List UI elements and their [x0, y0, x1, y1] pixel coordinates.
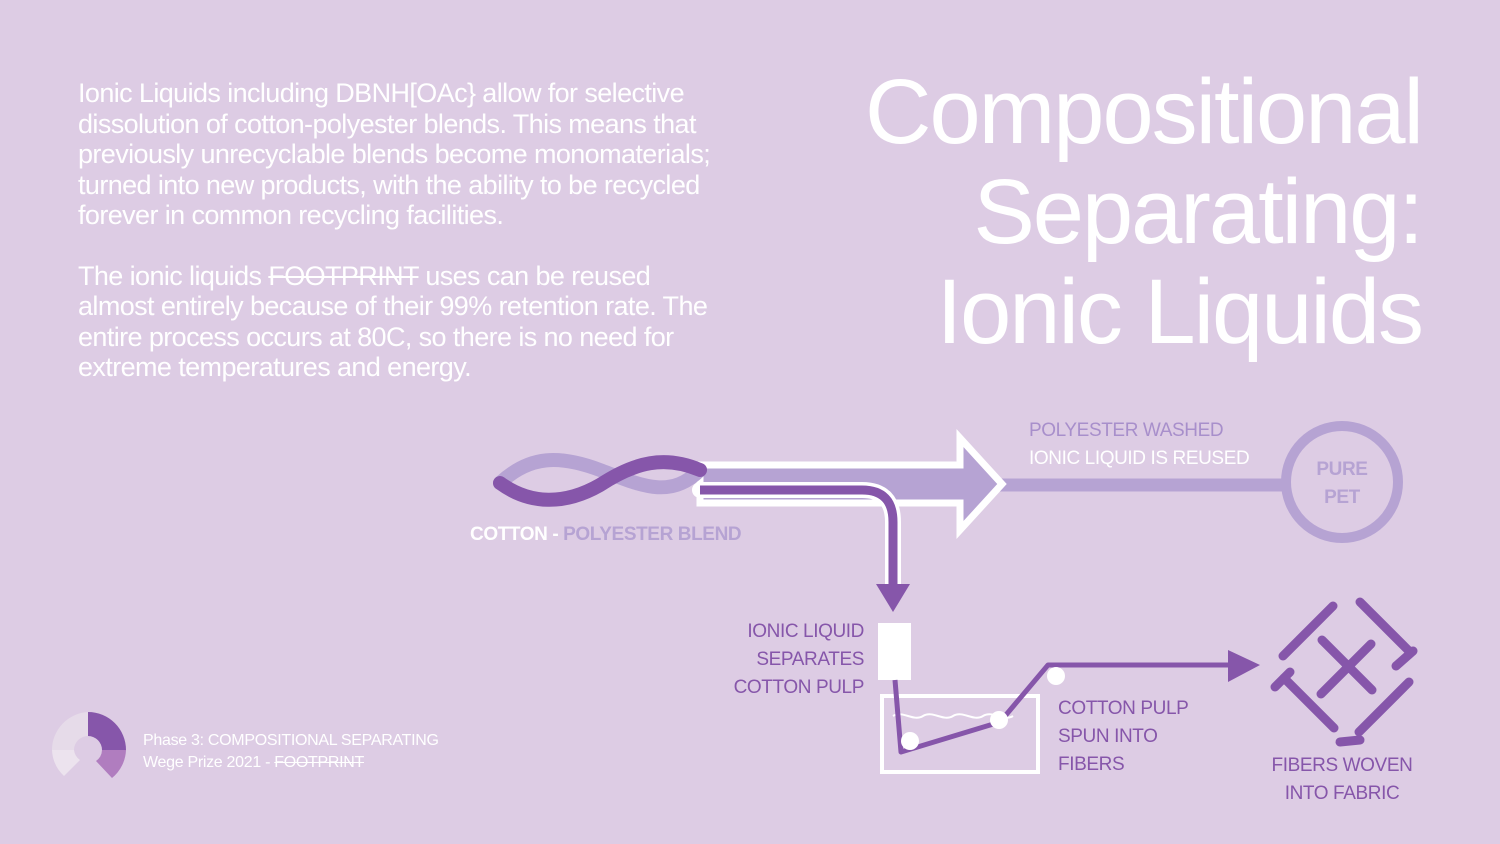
footer: Phase 3: COMPOSITIONAL SEPARATING Wege P… [143, 730, 439, 774]
pure-pet-label: PURE PET [1292, 456, 1392, 512]
footer-prize-prefix: Wege Prize 2021 - [143, 754, 275, 771]
pulp-particle [990, 711, 1008, 729]
woven-fabric-label: FIBERS WOVEN INTO FABRIC [1262, 752, 1422, 808]
intro-text: Ionic Liquids including DBNH[OAc} allow … [78, 78, 718, 383]
footer-prize-strike: FOOTPRINT [274, 754, 365, 771]
woven-fabric-line-2: INTO FABRIC [1284, 783, 1400, 804]
polyester-washed-label: POLYESTER WASHED IONIC LIQUID IS REUSED [1029, 417, 1250, 473]
arc-logo-icon [51, 712, 126, 778]
footer-phase: Phase 3: COMPOSITIONAL SEPARATING [143, 732, 439, 749]
cotton-down-arrowhead [876, 584, 910, 612]
blend-label: COTTON - POLYESTER BLEND [470, 521, 742, 549]
spun-fibers-line-3: FIBERS [1058, 754, 1125, 775]
pure-pet-line-2: PET [1324, 487, 1360, 508]
intro-strike-word: FOOTPRINT [268, 260, 419, 291]
title-line-1: Compositional [865, 61, 1424, 163]
woven-fabric-icon [1270, 597, 1418, 747]
polyester-washed-line-2: IONIC LIQUID IS REUSED [1029, 448, 1250, 469]
intro-paragraph-1: Ionic Liquids including DBNH[OAc} allow … [78, 78, 711, 230]
blend-label-cotton: COTTON [470, 524, 548, 545]
page-title: Compositional Separating: Ionic Liquids [722, 61, 1424, 363]
pulp-particle [901, 732, 919, 750]
pulp-arrowhead [1228, 650, 1260, 682]
intro-paragraph-2-end: uses can be reused almost entirely becau… [78, 260, 708, 383]
ionic-liquid-line-3: COTTON PULP [733, 677, 865, 698]
pulp-particle [1047, 667, 1065, 685]
ionic-liquid-container [878, 623, 911, 680]
ionic-liquid-line-1: IONIC LIQUID [747, 621, 864, 642]
ionic-liquid-label: IONIC LIQUID SEPARATES COTTON PULP [700, 618, 865, 702]
title-line-2: Separating: [973, 161, 1424, 263]
spun-fibers-line-2: SPUN INTO [1058, 726, 1158, 747]
spun-fibers-line-1: COTTON PULP [1058, 698, 1189, 719]
intro-paragraph-2-start: The ionic liquids [78, 260, 269, 291]
pure-pet-line-1: PURE [1316, 459, 1368, 480]
polyester-strand [493, 453, 707, 495]
separation-tank [880, 694, 1040, 774]
tank-liquid-wave [892, 713, 1014, 719]
title-line-3: Ionic Liquids [936, 261, 1424, 363]
woven-fabric-line-1: FIBERS WOVEN [1271, 755, 1413, 776]
polyester-washed-line-1: POLYESTER WASHED [1029, 420, 1224, 441]
intro-paragraph-2: The ionic liquids FOOTPRINT uses can be … [78, 261, 718, 383]
blend-label-separator: - [547, 524, 564, 545]
blend-label-polyester: POLYESTER BLEND [563, 524, 742, 545]
cotton-strand [493, 455, 707, 507]
cotton-flow-line [700, 485, 898, 588]
spun-fibers-label: COTTON PULP SPUN INTO FIBERS [1058, 695, 1189, 779]
footer-prize: Wege Prize 2021 - FOOTPRINT [143, 752, 439, 774]
ionic-liquid-line-2: SEPARATES [756, 649, 864, 670]
pure-pet-circle [1281, 421, 1403, 543]
